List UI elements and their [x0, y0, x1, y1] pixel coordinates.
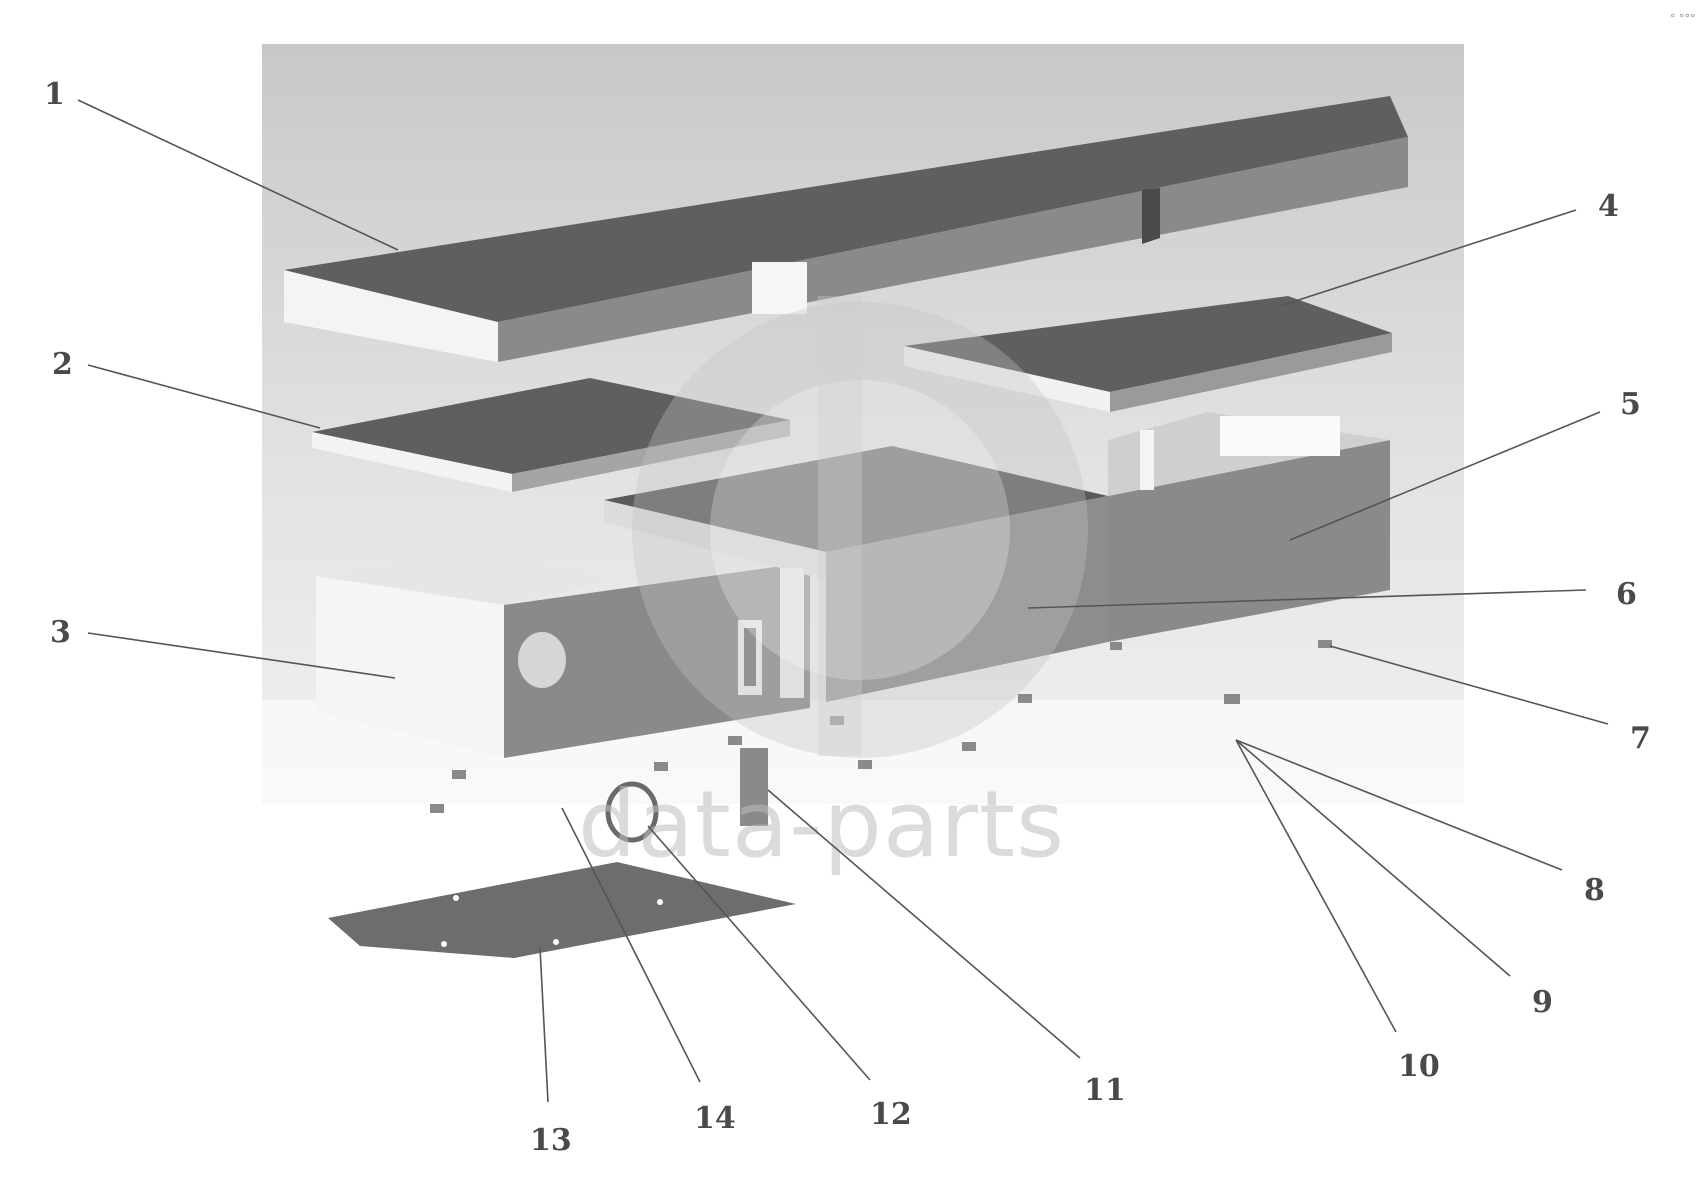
callout-10: 10	[1398, 1049, 1440, 1084]
callout-11: 11	[1084, 1073, 1126, 1108]
callout-5: 5	[1620, 387, 1641, 422]
callout-labels: 1 2 3 4 5 6 7 8 9 10 11 12 13 14	[44, 77, 1651, 1158]
callout-1: 1	[44, 77, 65, 112]
part-13-base-plate	[328, 862, 796, 958]
part-6-centre-housing	[604, 446, 1108, 702]
callout-13: 13	[530, 1123, 572, 1158]
part-11-small-plate	[740, 748, 768, 826]
callout-6: 6	[1616, 577, 1637, 612]
watermark-text: data-parts	[578, 771, 1065, 878]
callout-2: 2	[52, 347, 73, 382]
callout-9: 9	[1532, 985, 1553, 1020]
callout-4: 4	[1598, 189, 1619, 224]
part-4-right-lid	[904, 296, 1392, 412]
callout-7: 7	[1630, 721, 1651, 756]
callout-14: 14	[694, 1101, 736, 1136]
part-1-long-lid	[284, 96, 1408, 362]
callout-3: 3	[50, 615, 71, 650]
part-12-ring	[605, 781, 659, 843]
callout-12: 12	[870, 1097, 912, 1132]
callout-8: 8	[1584, 873, 1605, 908]
part-3-left-housing	[316, 548, 810, 758]
watermark-logo	[632, 296, 1088, 758]
part-2-left-lid	[312, 378, 790, 492]
small-clips	[430, 640, 1332, 813]
part-5-right-housing	[1108, 412, 1390, 642]
corner-mark: ° °°°	[1670, 12, 1696, 25]
leader-lines	[77, 99, 1609, 1103]
